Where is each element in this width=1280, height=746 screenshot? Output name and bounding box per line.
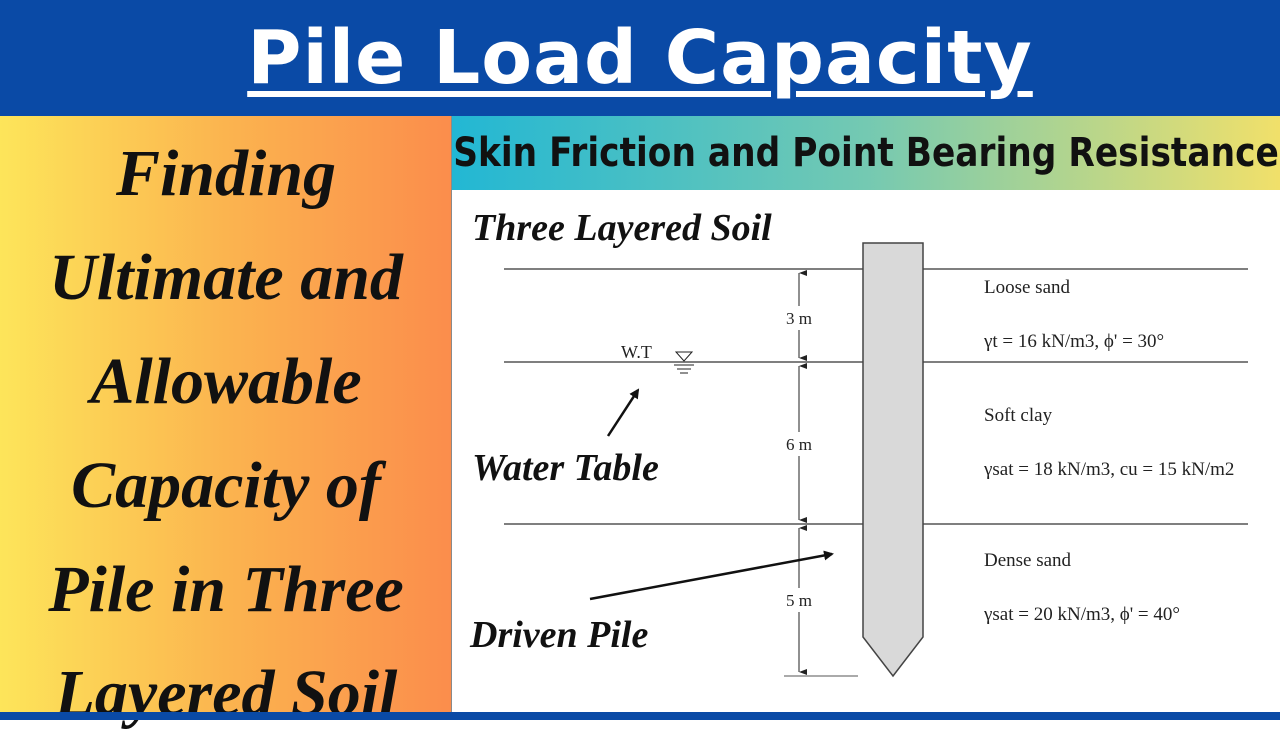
- driven-pile: [862, 242, 924, 678]
- soil-diagram: Three Layered Soil 3 m 6 m 5 m W.T Water…: [452, 190, 1280, 712]
- water-table-label: Water Table: [472, 447, 659, 489]
- left-panel: Finding Ultimate and Allowable Capacity …: [0, 116, 452, 730]
- layer-2-name: Soft clay: [984, 405, 1053, 426]
- driven-pile-arrow: [589, 550, 834, 601]
- water-table-symbol-text: W.T: [621, 342, 652, 362]
- page-title: Pile Load Capacity: [247, 15, 1033, 101]
- water-table-icon: [674, 351, 694, 374]
- subtitle-banner: Skin Friction and Point Bearing Resistan…: [452, 116, 1280, 190]
- left-line-2: Ultimate and: [49, 241, 403, 314]
- dim-label-bg-1: [784, 306, 814, 330]
- header-bar: Pile Load Capacity: [0, 0, 1280, 116]
- layer-2-props: γsat = 18 kN/m3, cu = 15 kN/m2: [983, 459, 1234, 480]
- layer-2-thickness: 6 m: [786, 435, 812, 454]
- water-table-arrow: [606, 388, 640, 437]
- layer-3-thickness: 5 m: [786, 591, 812, 610]
- layer-1-props: γt = 16 kN/m3, ϕ' = 30°: [983, 331, 1164, 352]
- driven-pile-label: Driven Pile: [469, 614, 648, 656]
- layer-1-thickness: 3 m: [786, 309, 812, 328]
- layer-3-props: γsat = 20 kN/m3, ϕ' = 40°: [983, 604, 1180, 625]
- left-panel-text: Finding Ultimate and Allowable Capacity …: [0, 122, 452, 746]
- left-line-3: Allowable: [90, 345, 362, 418]
- left-line-1: Finding: [115, 137, 337, 210]
- left-line-5: Pile in Three: [48, 553, 404, 626]
- soil-diagram-svg: Three Layered Soil 3 m 6 m 5 m W.T Water…: [469, 207, 1248, 678]
- left-line-4: Capacity of: [71, 449, 381, 522]
- layer-3-name: Dense sand: [984, 550, 1072, 571]
- left-line-6: Layered Soil: [54, 657, 398, 730]
- banner-text: Skin Friction and Point Bearing Resistan…: [453, 130, 1279, 176]
- layer-1-name: Loose sand: [984, 277, 1071, 298]
- bottom-bar: [0, 712, 1280, 720]
- dim-label-bg-3: [784, 588, 814, 612]
- dim-label-bg-2: [784, 432, 814, 456]
- diagram-title: Three Layered Soil: [472, 207, 772, 249]
